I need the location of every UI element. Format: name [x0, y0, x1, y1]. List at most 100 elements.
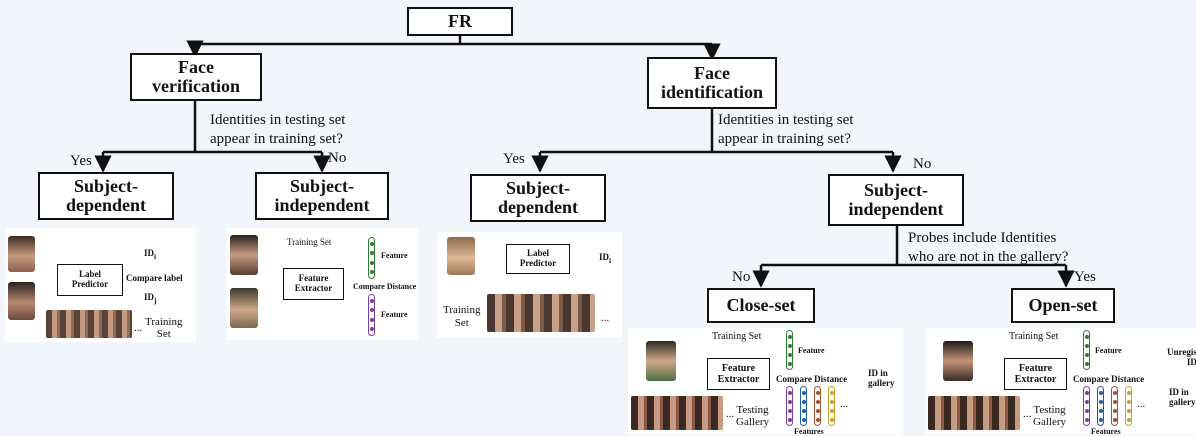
compare-label-text: Compare label — [126, 273, 183, 283]
close-set-panel: Training Set Feature Extractor Feature C… — [628, 328, 903, 436]
gallery-vector-blue — [1097, 386, 1104, 426]
feature-label-bottom: Feature — [381, 310, 408, 319]
verification-subject-dependent-box: Subject- dependent — [38, 172, 174, 220]
probe-yes-label: Yes — [1074, 269, 1096, 285]
features-label: Features — [1091, 427, 1121, 436]
face-verification-line2: verification — [152, 76, 240, 96]
feature-extractor-line2: Extractor — [294, 283, 333, 293]
id-i-sub: i — [609, 255, 612, 265]
feature-extractor-line1: Feature — [298, 273, 329, 284]
compare-distance-label: Compare Distance — [776, 374, 848, 384]
id-i-text: ID — [144, 248, 155, 258]
testing-gallery-line1: Testing — [736, 404, 769, 416]
id-in-gallery-line1: ID in — [868, 368, 888, 378]
training-ellipsis: ... — [134, 322, 143, 334]
verification-question: Identities in testing set appear in trai… — [210, 111, 345, 149]
identification-yes-label: Yes — [503, 151, 525, 167]
feature-label-top: Feature — [381, 251, 408, 260]
id-j-sub: j — [154, 295, 157, 305]
compare-distance-label: Compare Distance — [353, 282, 417, 291]
label-predictor-line2: Predictor — [71, 279, 109, 289]
training-faces-strip — [487, 294, 595, 332]
close-set-label: Close-set — [726, 295, 796, 316]
training-set-line2: Set — [156, 328, 171, 341]
feature-vector-green — [368, 237, 375, 279]
identification-dependent-panel: Label Predictor IDi Training Set ... — [437, 232, 622, 338]
face-image — [943, 341, 973, 381]
verification-question-line2: appear in training set? — [210, 130, 343, 147]
gallery-vector-yellow — [1125, 386, 1132, 426]
identification-indep-line2: independent — [848, 199, 944, 219]
testing-gallery-label: Testing Gallery — [1033, 404, 1066, 428]
face-image — [8, 282, 35, 320]
feature-extractor-line2: Extractor — [717, 374, 760, 385]
training-set-label: Training Set — [145, 316, 183, 340]
identification-no-label: No — [913, 156, 932, 172]
unregistered-id-line1: Unregistered — [1167, 347, 1196, 357]
face-verification-line1: Face — [178, 57, 214, 78]
feature-vector-green — [786, 330, 793, 370]
feature-extractor-line2: Extractor — [1014, 374, 1057, 385]
label-predictor-line1: Label — [78, 269, 101, 280]
gallery-vectors-ellipsis: ... — [1137, 398, 1146, 410]
verification-yes-label: Yes — [70, 153, 92, 169]
identification-dep-line1: Subject- — [506, 178, 570, 199]
identification-dep-line2: dependent — [497, 197, 578, 217]
gallery-vector-brown — [1111, 386, 1118, 426]
feature-extractor-box: Feature Extractor — [707, 358, 770, 390]
feature-label: Feature — [798, 346, 825, 355]
training-set-label: Training Set — [443, 304, 481, 329]
feature-vector-purple — [368, 294, 375, 336]
id-i-text: ID — [599, 252, 610, 262]
testing-gallery-line1: Testing — [1033, 404, 1066, 416]
open-set-label: Open-set — [1028, 295, 1098, 316]
identification-subject-independent-box: Subject- independent — [828, 174, 964, 226]
training-set-line1: Training — [145, 316, 183, 328]
id-i-sub: i — [154, 251, 157, 261]
face-image — [447, 237, 475, 275]
open-set-box: Open-set — [1011, 288, 1115, 323]
gallery-vectors-ellipsis: ... — [840, 398, 849, 410]
face-image — [646, 341, 676, 381]
feature-extractor-box: Feature Extractor — [1004, 358, 1067, 390]
verification-independent-panel: Training Set Feature Extractor Feature C… — [227, 228, 419, 340]
gallery-vector-brown — [814, 386, 821, 426]
identification-question: Identities in testing set appear in trai… — [718, 111, 853, 149]
testing-gallery-label: Testing Gallery — [736, 404, 769, 428]
verification-subject-independent-box: Subject- independent — [255, 172, 389, 220]
training-set-line2: Set — [454, 316, 469, 329]
fr-root-label: FR — [448, 11, 472, 32]
identification-subject-dependent-box: Subject- dependent — [470, 174, 606, 222]
close-set-box: Close-set — [707, 288, 815, 323]
label-predictor-box: Label Predictor — [506, 244, 570, 274]
feature-extractor-line1: Feature — [1018, 363, 1053, 374]
id-j-text: ID — [144, 292, 155, 302]
verification-indep-line2: independent — [274, 195, 370, 215]
id-i-label: IDi — [144, 248, 156, 261]
testing-gallery-line2: Gallery — [736, 416, 769, 429]
probe-no-label: No — [732, 269, 751, 285]
verification-dep-line2: dependent — [65, 195, 146, 215]
id-in-gallery-line2: gallery — [868, 377, 895, 388]
face-identification-line1: Face — [694, 63, 730, 84]
gallery-vector-blue — [800, 386, 807, 426]
feature-label: Feature — [1095, 346, 1122, 355]
id-in-gallery-label: ID in gallery — [868, 368, 895, 389]
feature-extractor-line1: Feature — [721, 363, 756, 374]
open-set-panel: Training Set Feature Extractor Feature C… — [925, 328, 1196, 436]
label-predictor-line2: Predictor — [519, 258, 557, 268]
testing-gallery-faces — [631, 396, 723, 430]
id-in-gallery-line2: gallery — [1169, 396, 1196, 407]
id-in-gallery-label: ID in gallery — [1169, 387, 1196, 408]
verification-dep-line1: Subject- — [74, 176, 138, 197]
face-verification-box: Face verification — [130, 53, 262, 101]
feature-vector-green — [1083, 330, 1090, 370]
unregistered-id-line2: ID — [1186, 356, 1196, 367]
verification-no-label: No — [328, 150, 347, 166]
testing-gallery-line2: Gallery — [1033, 416, 1066, 429]
id-in-gallery-line1: ID in — [1169, 387, 1189, 397]
face-identification-line2: identification — [661, 82, 763, 102]
identification-indep-line1: Subject- — [864, 180, 928, 201]
unregistered-id-label: Unregistered ID — [1167, 347, 1196, 368]
testing-gallery-faces — [928, 396, 1020, 430]
